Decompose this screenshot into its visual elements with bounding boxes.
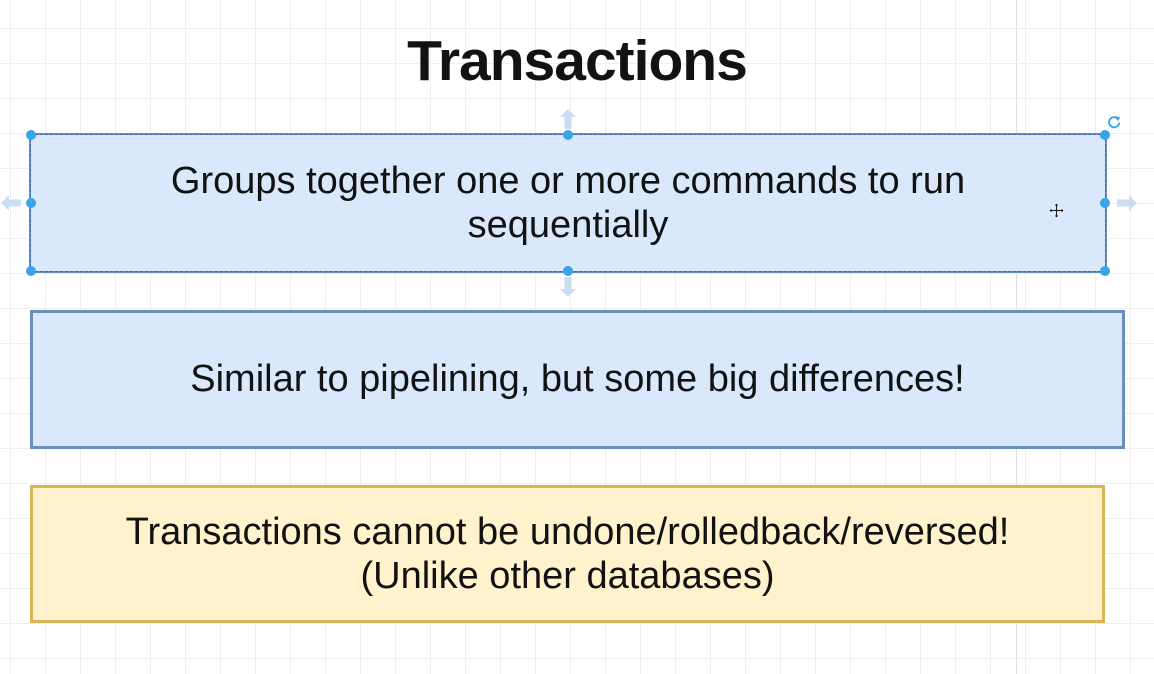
- slide-title[interactable]: Transactions: [407, 29, 748, 93]
- arrow-right-icon[interactable]: [1117, 195, 1137, 211]
- resize-handle-w[interactable]: [26, 198, 36, 208]
- move-cursor-icon: [1048, 202, 1065, 219]
- resize-handle-sw[interactable]: [26, 266, 36, 276]
- arrow-left-icon[interactable]: [1, 195, 21, 211]
- resize-handle-n[interactable]: [563, 130, 573, 140]
- resize-handle-e[interactable]: [1100, 198, 1110, 208]
- shape-groups-commands[interactable]: Groups together one or more commands to …: [1, 109, 1137, 297]
- resize-handle-ne[interactable]: [1100, 130, 1110, 140]
- shape-pipelining-differences-label: Similar to pipelining, but some big diff…: [190, 358, 965, 401]
- rotate-clockwise-icon[interactable]: [1106, 115, 1121, 130]
- arrow-down-icon[interactable]: [560, 277, 576, 297]
- resize-handle-s[interactable]: [563, 266, 573, 276]
- shape-no-rollback[interactable]: Transactions cannot be undone/rolledback…: [30, 485, 1105, 623]
- shape-groups-commands-label: Groups together one or more commands to …: [170, 159, 966, 246]
- resize-handle-nw[interactable]: [26, 130, 36, 140]
- shape-no-rollback-label: Transactions cannot be undone/rolledback…: [125, 510, 1010, 597]
- resize-handle-se[interactable]: [1100, 266, 1110, 276]
- shape-pipelining-differences[interactable]: Similar to pipelining, but some big diff…: [30, 310, 1125, 449]
- arrow-up-icon[interactable]: [560, 109, 576, 129]
